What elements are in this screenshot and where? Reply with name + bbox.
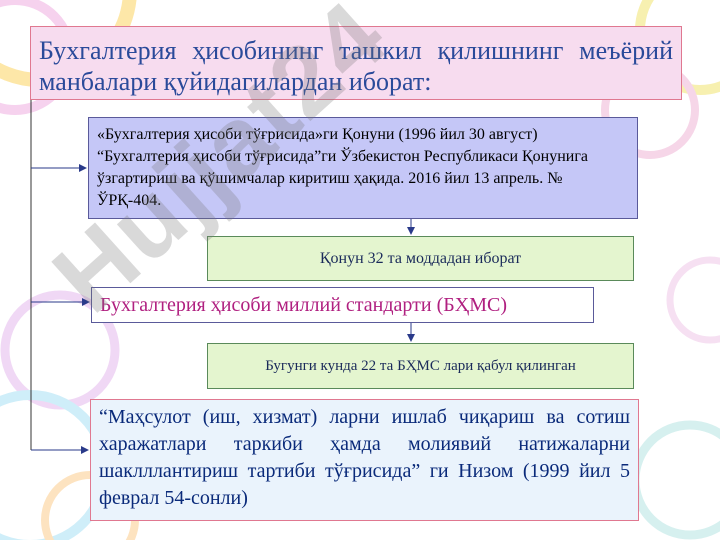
articles-note: Қонун 32 та моддадан иборат xyxy=(207,236,634,281)
national-standard-box: Бухгалтерия ҳисоби миллий стандарти (БҲМ… xyxy=(91,287,594,323)
adopted-standards-note: Бугунги кунда 22 та БҲМС лари қабул қили… xyxy=(207,343,634,389)
law-box: «Бухгалтерия ҳисоби тўғрисида»ги Қонуни … xyxy=(88,117,638,219)
slide-title: Бухгалтерия ҳисобининг ташкил қилишнинг … xyxy=(30,26,682,100)
regulation-box: “Маҳсулот (иш, хизмат) ларни ишлаб чиқар… xyxy=(90,399,639,521)
